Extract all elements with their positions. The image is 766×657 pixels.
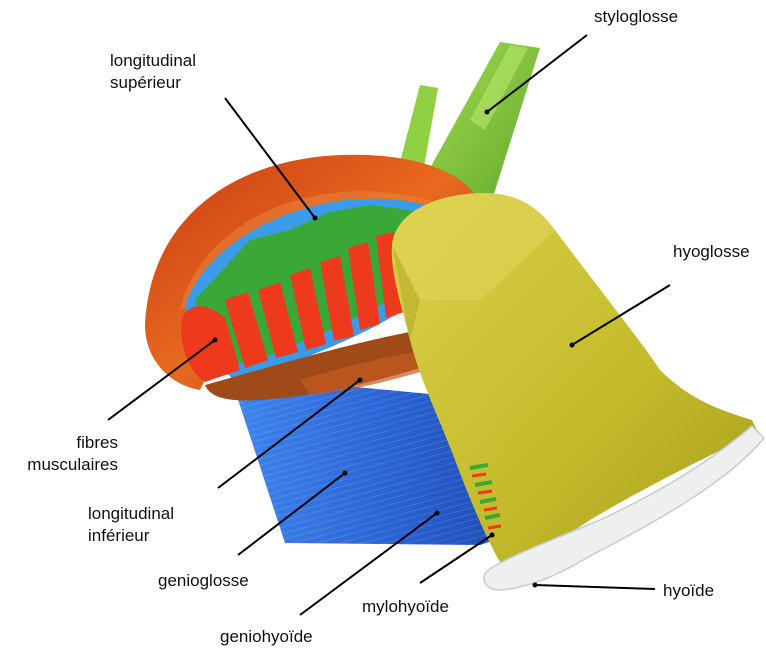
- leader-hyoide: [535, 585, 655, 589]
- label-hyoide: hyoïde: [663, 580, 714, 602]
- label-longitudinal-inferieur-line1: longitudinal: [88, 503, 174, 525]
- label-fibres-musculaires-line2: musculaires: [0, 454, 118, 476]
- label-longitudinal-superieur-line1: longitudinal: [110, 50, 196, 72]
- label-genioglosse: genioglosse: [158, 570, 249, 592]
- label-mylohyoide: mylohyoïde: [362, 596, 449, 618]
- label-geniohyoide: geniohyoïde: [220, 626, 313, 648]
- label-longitudinal-inferieur: longitudinal inférieur: [88, 503, 174, 547]
- label-fibres-musculaires: fibres musculaires: [0, 432, 118, 476]
- label-longitudinal-inferieur-line2: inférieur: [88, 525, 174, 547]
- label-longitudinal-superieur: longitudinal supérieur: [110, 50, 196, 94]
- label-hyoglosse: hyoglosse: [673, 241, 750, 263]
- label-longitudinal-superieur-line2: supérieur: [110, 72, 196, 94]
- label-styloglosse: styloglosse: [594, 6, 678, 28]
- label-fibres-musculaires-line1: fibres: [0, 432, 118, 454]
